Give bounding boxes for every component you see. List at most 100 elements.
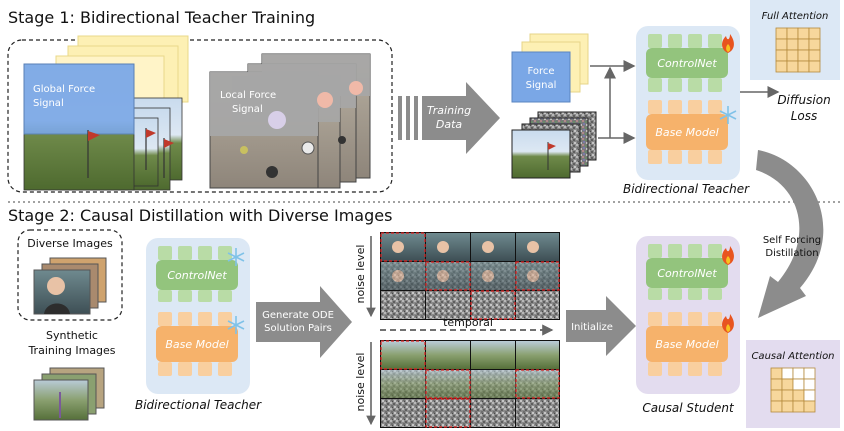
attention-cell: [808, 27, 821, 40]
attention-cell: [781, 400, 794, 413]
attention-cell: [770, 400, 783, 413]
svg-text:Self Forcing: Self Forcing: [763, 235, 821, 246]
attention-cell: [797, 49, 810, 62]
global-force-label-line2: Signal: [33, 98, 64, 109]
self-forcing-label-line2: Distillation: [765, 248, 818, 259]
synthetic-images-label-line1: Synthetic: [46, 329, 98, 342]
attention-cell: [792, 389, 805, 402]
attention-cell: [792, 378, 805, 391]
attention-cell: [770, 367, 783, 380]
force-signal-stack: Force Signal: [511, 33, 589, 103]
synthetic-images-stack: [33, 367, 105, 421]
local-force-label-line2: Signal: [232, 104, 263, 115]
snowflake-icon: [227, 316, 245, 334]
attention-cell: [775, 27, 788, 40]
diverse-images-box: Diverse Images: [17, 229, 123, 321]
causal-attention-panel: Causal Attention: [746, 340, 840, 428]
attention-cell: [781, 367, 794, 380]
svg-text:Loss: Loss: [791, 109, 818, 123]
attention-cell: [775, 60, 788, 73]
snowflake-icon: [719, 106, 737, 124]
svg-text:Signal: Signal: [33, 98, 64, 109]
svg-text:Diffusion: Diffusion: [777, 93, 830, 107]
stage1-title: Stage 1: Bidirectional Teacher Training: [8, 8, 315, 27]
stage1-teacher-caption: Bidirectional Teacher: [623, 182, 750, 196]
attention-cell: [797, 27, 810, 40]
attention-cell: [786, 27, 799, 40]
self-forcing-arrow: [756, 150, 824, 318]
attention-cell: [781, 378, 794, 391]
svg-text:Synthetic: Synthetic: [46, 329, 98, 342]
snowflake-icon: [227, 248, 245, 266]
student-caption: Causal Student: [642, 401, 735, 415]
full-attention-panel: Full Attention: [750, 0, 840, 80]
diffusion-loss-label-line2: Loss: [791, 109, 818, 123]
attention-cell: [792, 367, 805, 380]
initialize-label: Initialize: [571, 322, 613, 333]
stage1-teacher-model: ControlNet Base Model: [636, 26, 740, 180]
attention-cell: [781, 389, 794, 402]
global-force-stack: Global Force Signal: [23, 35, 189, 191]
frame-grid-top: [380, 232, 560, 320]
training-data-label-line2: Data: [436, 118, 463, 131]
svg-text:Local Force: Local Force: [220, 90, 276, 101]
stage1-input-box: [7, 39, 393, 193]
generate-ode-arrow: Generate ODE Solution Pairs: [256, 286, 352, 358]
attention-cell: [803, 389, 816, 402]
attention-cell: [803, 367, 816, 380]
fire-icon: [722, 34, 734, 53]
noisy-frames-stack: [511, 111, 597, 179]
stage1-controlnet-label: ControlNet: [657, 57, 717, 70]
local-force-label-line1: Local Force: [220, 90, 276, 101]
attention-cell: [786, 60, 799, 73]
attention-cell: [775, 49, 788, 62]
force-signal-label-line1: Force: [527, 66, 554, 77]
svg-text:Training: Training: [427, 104, 471, 117]
svg-text:Training Images: Training Images: [27, 344, 115, 357]
global-force-label-line1: Global Force: [33, 84, 95, 95]
force-signal-label-line2: Signal: [526, 80, 557, 91]
self-forcing-label-line1: Self Forcing: [763, 235, 821, 246]
attention-cell: [797, 38, 810, 51]
initialize-arrow: Initialize: [566, 296, 636, 356]
attention-cell: [786, 38, 799, 51]
student-base-model-label: Base Model: [655, 338, 718, 351]
stage2-title: Stage 2: Causal Distillation with Divers…: [8, 206, 392, 225]
attention-cell: [770, 389, 783, 402]
attention-cell: [770, 378, 783, 391]
noise-level-label-bottom: noise level: [354, 353, 367, 412]
full-attention-label: Full Attention: [762, 11, 829, 22]
diffusion-loss-label-line1: Diffusion: [777, 93, 830, 107]
attention-cell: [786, 49, 799, 62]
fire-icon: [722, 314, 734, 333]
stage2-teacher-controlnet-label: ControlNet: [167, 269, 227, 282]
frame-grid-bottom: [380, 340, 560, 428]
attention-cell: [808, 38, 821, 51]
svg-text:Force: Force: [527, 66, 554, 77]
stage2-teacher-caption: Bidirectional Teacher: [135, 398, 262, 412]
attention-cell: [808, 60, 821, 73]
stage2-teacher-model: ControlNet Base Model: [146, 238, 250, 394]
stage1-connectors: [590, 60, 780, 144]
attention-cell: [803, 400, 816, 413]
stage1-base-model-label: Base Model: [655, 126, 718, 139]
local-force-stack: Local Force Signal: [209, 53, 371, 189]
training-data-label-line1: Training: [427, 104, 471, 117]
temporal-label: temporal: [443, 316, 493, 329]
attention-cell: [775, 38, 788, 51]
full-attention-grid: [775, 27, 821, 73]
causal-attention-label: Causal Attention: [751, 351, 834, 362]
attention-cell: [797, 60, 810, 73]
attention-cell: [808, 49, 821, 62]
svg-text:Data: Data: [436, 118, 463, 131]
attention-cell: [792, 400, 805, 413]
student-controlnet-label: ControlNet: [657, 267, 717, 280]
generate-ode-label-line1: Generate ODE: [262, 310, 334, 321]
synthetic-images-label-line2: Training Images: [27, 344, 115, 357]
causal-student-model: ControlNet Base Model: [636, 236, 740, 394]
training-data-arrow: Training Data: [398, 82, 500, 154]
svg-text:Distillation: Distillation: [765, 248, 818, 259]
attention-cell: [803, 378, 816, 391]
generate-ode-label-line2: Solution Pairs: [264, 323, 332, 334]
